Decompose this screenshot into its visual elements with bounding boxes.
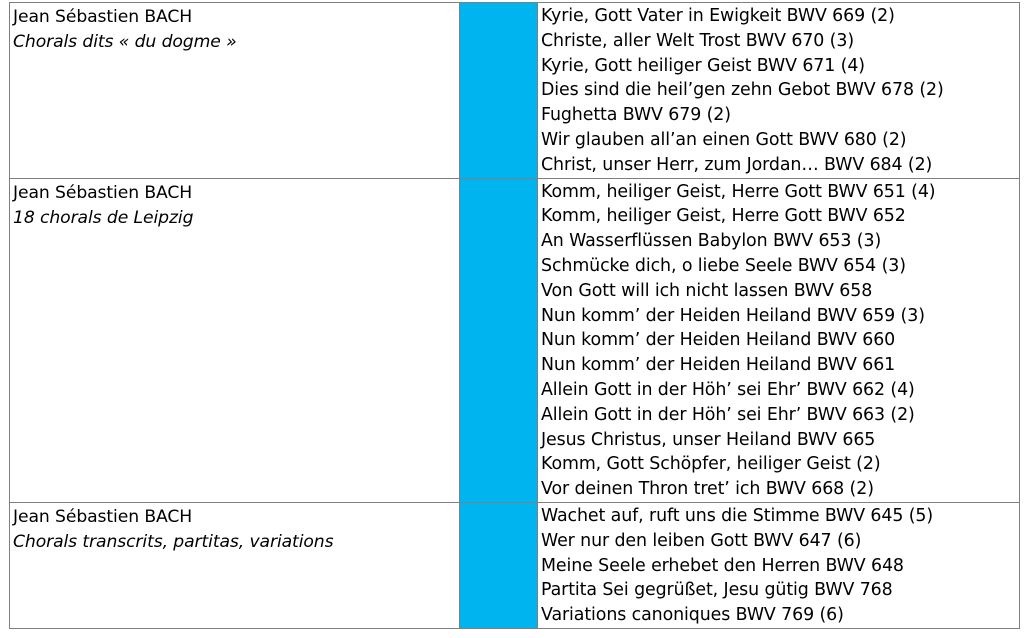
work-item: Wir glauben all’an einen Gott BWV 680 (2…: [541, 129, 907, 150]
composer-name: Jean Sébastien BACH: [13, 7, 193, 27]
composer-cell: Jean Sébastien BACH Chorals dits « du do…: [9, 2, 460, 179]
repertoire-table: Jean Sébastien BACH Chorals dits « du do…: [9, 2, 1020, 629]
collection-title: Chorals dits « du dogme »: [13, 32, 237, 52]
composer-name: Jean Sébastien BACH: [13, 182, 193, 203]
composer-cell: Jean Sébastien BACH Chorals transcrits, …: [9, 501, 460, 629]
work-item: Nun komm’ der Heiden Heiland BWV 661: [541, 355, 896, 376]
work-item: Meine Seele erhebet den Herren BWV 648: [541, 555, 904, 576]
work-item: Kyrie, Gott Vater in Ewigkeit BWV 669 (2…: [541, 6, 895, 26]
work-item: Komm, heiliger Geist, Herre Gott BWV 651…: [541, 181, 936, 202]
work-item: Partita Sei gegrüßet, Jesu gütig BWV 768: [541, 580, 893, 601]
work-item: Christ, unser Herr, zum Jordan… BWV 684 …: [541, 154, 933, 175]
accent-cell: [459, 501, 538, 629]
work-item: Christe, aller Welt Trost BWV 670 (3): [541, 30, 854, 51]
work-item: Komm, Gott Schöpfer, heiliger Geist (2): [541, 454, 881, 475]
works-cell: Komm, heiliger Geist, Herre Gott BWV 651…: [537, 177, 1020, 503]
work-item: Jesus Christus, unser Heiland BWV 665: [541, 429, 876, 450]
work-item: Vor deinen Thron tret’ ich BWV 668 (2): [541, 479, 874, 500]
composer-name: Jean Sébastien BACH: [13, 506, 193, 527]
work-item: Wachet auf, ruft uns die Stimme BWV 645 …: [541, 505, 934, 526]
collection-title: Chorals transcrits, partitas, variations: [13, 531, 334, 552]
accent-cell: [459, 2, 538, 179]
composer-cell: Jean Sébastien BACH 18 chorals de Leipzi…: [9, 177, 460, 503]
work-item: Dies sind die heil’gen zehn Gebot BWV 67…: [541, 80, 944, 101]
works-cell: Kyrie, Gott Vater in Ewigkeit BWV 669 (2…: [537, 2, 1020, 179]
work-item: Nun komm’ der Heiden Heiland BWV 659 (3): [541, 305, 925, 326]
work-item: Wer nur den leiben Gott BWV 647 (6): [541, 530, 862, 551]
work-item: Schmücke dich, o liebe Seele BWV 654 (3): [541, 255, 906, 276]
table-row: Jean Sébastien BACH Chorals dits « du do…: [9, 2, 1020, 179]
work-item: Variations canoniques BWV 769 (6): [541, 605, 844, 626]
work-item: Allein Gott in der Höh’ sei Ehr’ BWV 663…: [541, 404, 915, 425]
table-row: Jean Sébastien BACH 18 chorals de Leipzi…: [9, 177, 1020, 503]
work-item: Nun komm’ der Heiden Heiland BWV 660: [541, 330, 896, 351]
work-item: Kyrie, Gott heiliger Geist BWV 671 (4): [541, 55, 865, 76]
table-row: Jean Sébastien BACH Chorals transcrits, …: [9, 501, 1020, 629]
work-item: Allein Gott in der Höh’ sei Ehr’ BWV 662…: [541, 379, 915, 400]
work-item: An Wasserflüssen Babylon BWV 653 (3): [541, 231, 882, 252]
collection-title: 18 chorals de Leipzig: [13, 207, 194, 228]
work-item: Komm, heiliger Geist, Herre Gott BWV 652: [541, 206, 906, 227]
works-cell: Wachet auf, ruft uns die Stimme BWV 645 …: [537, 501, 1020, 629]
work-item: Von Gott will ich nicht lassen BWV 658: [541, 280, 873, 301]
work-item: Fughetta BWV 679 (2): [541, 105, 731, 126]
accent-cell: [459, 177, 538, 503]
